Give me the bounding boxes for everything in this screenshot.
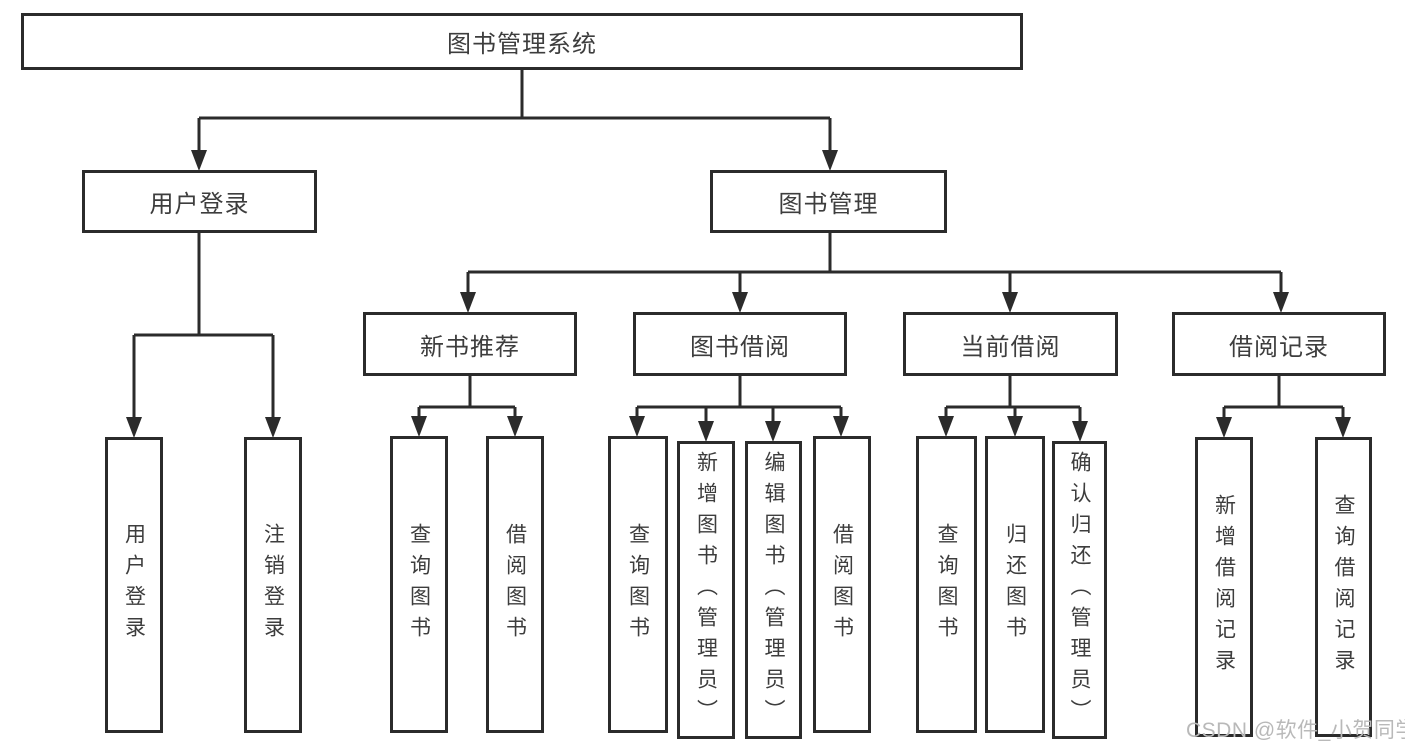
- leaf-query-books-recommend: 查询图书: [390, 436, 448, 733]
- leaf-logout: 注销登录: [244, 437, 302, 733]
- csdn-watermark: CSDN @软件_小贺同学: [1186, 719, 1405, 742]
- node-label: 查询图书: [626, 522, 650, 647]
- node-label: 新书推荐: [420, 333, 520, 361]
- node-new-book-recommend: 新书推荐: [363, 312, 577, 376]
- node-label: 确认归还（管理员）: [1068, 450, 1091, 730]
- leaf-edit-book-admin: 编辑图书（管理员）: [745, 441, 802, 739]
- node-book-management: 图书管理: [710, 170, 947, 233]
- leaf-query-books-borrowing: 查询图书: [608, 436, 668, 733]
- node-user-login-branch: 用户登录: [82, 170, 317, 233]
- leaf-borrow-books-borrowing: 借阅图书: [813, 436, 871, 733]
- node-label: 图书管理系统: [447, 31, 597, 58]
- node-label: 注销登录: [261, 523, 285, 647]
- leaf-user-login: 用户登录: [105, 437, 163, 733]
- leaf-query-borrow-record: 查询借阅记录: [1315, 437, 1372, 737]
- leaf-add-borrow-record: 新增借阅记录: [1195, 437, 1253, 737]
- node-label: 图书借阅: [690, 333, 790, 361]
- node-label: 当前借阅: [960, 333, 1061, 361]
- leaf-add-book-admin: 新增图书（管理员）: [677, 441, 735, 739]
- node-label: 用户登录: [122, 523, 146, 647]
- node-label: 新增图书（管理员）: [694, 450, 718, 730]
- node-label: 用户登录: [149, 191, 250, 218]
- node-label: 借阅图书: [830, 522, 854, 647]
- node-label: 借阅图书: [503, 522, 527, 647]
- node-label: 查询借阅记录: [1332, 494, 1355, 680]
- leaf-borrow-books-recommend: 借阅图书: [486, 436, 544, 733]
- node-current-borrowing: 当前借阅: [903, 312, 1118, 376]
- node-library-system: 图书管理系统: [21, 13, 1023, 70]
- node-label: 新增借阅记录: [1212, 494, 1236, 680]
- leaf-confirm-return-admin: 确认归还（管理员）: [1052, 441, 1107, 739]
- node-label: 归还图书: [1003, 522, 1027, 647]
- node-label: 编辑图书（管理员）: [762, 450, 785, 730]
- node-label: 查询图书: [407, 522, 431, 647]
- node-label: 借阅记录: [1229, 333, 1329, 361]
- leaf-return-book: 归还图书: [985, 436, 1045, 733]
- leaf-query-books-current: 查询图书: [916, 436, 977, 733]
- node-book-borrowing: 图书借阅: [633, 312, 847, 376]
- node-label: 查询图书: [935, 522, 958, 647]
- node-borrowing-records: 借阅记录: [1172, 312, 1386, 376]
- node-label: 图书管理: [778, 191, 879, 218]
